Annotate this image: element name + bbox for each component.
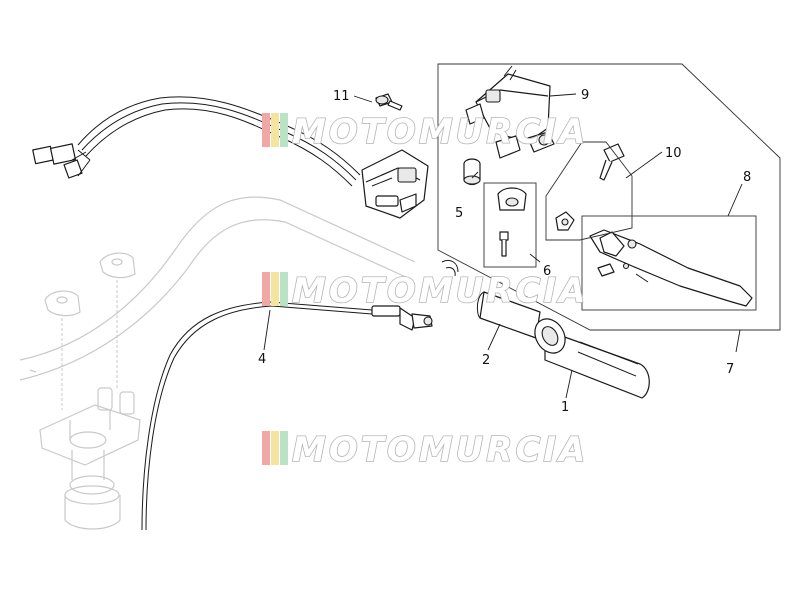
ghost-fork-crown xyxy=(39,387,141,530)
callout-5: 5 xyxy=(455,206,463,221)
callout-10: 10 xyxy=(665,146,682,161)
part-4-throttle-cable xyxy=(141,259,459,531)
ghost-riser-clamps xyxy=(44,252,136,410)
leader-lines xyxy=(263,93,743,399)
callout-labels: 11 9 10 8 5 6 4 2 7 1 xyxy=(258,88,751,415)
callout-7: 7 xyxy=(726,362,734,377)
part-6-clamp xyxy=(483,182,537,268)
watermark-stripe-yellow xyxy=(271,113,279,147)
watermark-text: MOTOMURCIA xyxy=(292,430,588,470)
watermark-2: MOTOMURCIA xyxy=(262,270,588,312)
watermark-stripe-yellow xyxy=(271,272,279,306)
watermark-stripe-yellow xyxy=(271,431,279,465)
watermark-3: MOTOMURCIA xyxy=(262,429,588,471)
group-10-outline xyxy=(545,141,633,241)
callout-6: 6 xyxy=(543,264,551,279)
callout-1: 1 xyxy=(561,400,569,415)
callout-11: 11 xyxy=(333,89,350,104)
callout-2: 2 xyxy=(482,353,490,368)
watermark-stripe-red xyxy=(262,272,270,306)
part-8-brake-lever xyxy=(581,215,757,311)
part-9-master-cylinder xyxy=(465,65,555,159)
watermark-text: MOTOMURCIA xyxy=(292,271,588,311)
callout-9: 9 xyxy=(581,88,589,103)
callout-8: 8 xyxy=(743,170,751,185)
wiring-harness xyxy=(32,96,361,187)
watermark-stripe-green xyxy=(280,431,288,465)
watermark-1: MOTOMURCIA xyxy=(262,111,588,153)
part-10-pivot-bolt xyxy=(555,143,625,231)
watermark-text: MOTOMURCIA xyxy=(292,112,588,152)
ghost-handlebar xyxy=(19,196,416,381)
callout-4: 4 xyxy=(258,352,266,367)
part-1-grip xyxy=(534,318,650,399)
watermark-stripe-red xyxy=(262,113,270,147)
watermark-stripe-red xyxy=(262,431,270,465)
part-5-bushing xyxy=(463,158,481,186)
switch-assembly xyxy=(361,149,429,219)
watermark-stripe-green xyxy=(280,272,288,306)
group-7-outline xyxy=(437,63,781,331)
watermark-stripe-green xyxy=(280,113,288,147)
part-11-screw xyxy=(375,93,403,111)
